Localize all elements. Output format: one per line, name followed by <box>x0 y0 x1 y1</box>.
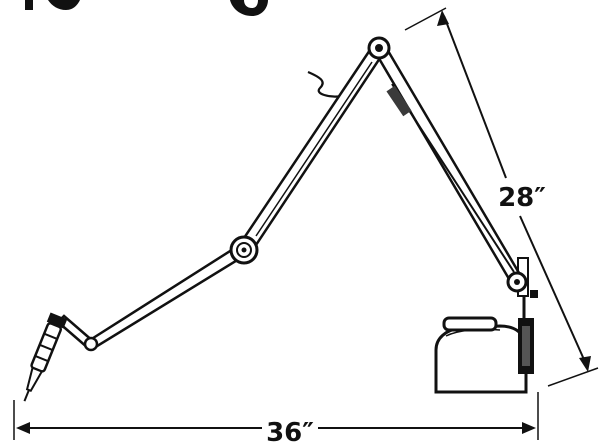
arrowhead-top <box>437 10 449 26</box>
base-handle <box>442 316 498 332</box>
lower-arm <box>238 42 386 256</box>
vertical-dimension-line-bottom <box>519 215 587 365</box>
forearm <box>88 244 246 350</box>
base-joint <box>506 271 528 293</box>
arrowhead-bottom <box>579 356 591 372</box>
cropped-header-fragment <box>25 0 268 16</box>
tension-knob <box>530 290 538 298</box>
power-cord <box>307 70 343 98</box>
tool-collar <box>46 312 68 329</box>
base-housing <box>434 324 528 394</box>
vertical-extension-bottom <box>547 367 599 387</box>
horizontal-dimension: 36″ <box>13 392 539 444</box>
tool-tip <box>25 366 44 393</box>
top-pivot-joint <box>367 36 391 60</box>
tool-joint <box>83 336 99 352</box>
height-label: 28″ <box>498 183 546 213</box>
tool-holder <box>23 312 68 402</box>
vertical-extension-top <box>404 7 447 31</box>
vertical-dimension: 28″ <box>404 7 599 387</box>
arrowhead-right <box>522 422 536 434</box>
arrowhead-left <box>16 422 30 434</box>
reach-label: 36″ <box>266 418 314 444</box>
vertical-dimension-line-top <box>443 15 507 179</box>
elbow-joint <box>229 235 259 265</box>
